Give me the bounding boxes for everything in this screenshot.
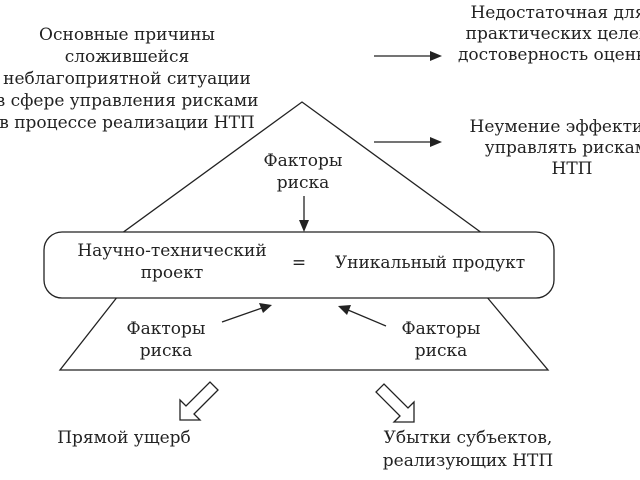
outcome-middle-line-3: НТП <box>552 159 593 179</box>
outcome-top-text: Недостаточная для практических целей дос… <box>458 3 640 65</box>
arrow-to-top-outcome <box>374 51 442 61</box>
project-line-2: проект <box>141 263 204 283</box>
lower-left-factors-text: Факторы риска <box>127 319 206 361</box>
arrow-lower-right-to-box <box>338 305 387 327</box>
outcome-middle-line-2: управлять рисками <box>485 138 640 158</box>
central-box <box>43 231 555 299</box>
hollow-arrow-down-left-icon <box>179 381 219 421</box>
lower-left-factors-line-1: Факторы <box>127 319 206 339</box>
causes-line-5: в процессе реализации НТП <box>0 113 255 133</box>
outcome-middle-line-1: Неумение эффективно <box>470 117 640 137</box>
consequence-right-text: Убытки субъектов, реализующих НТП <box>383 428 553 471</box>
lower-right-factors-line-2: риска <box>415 341 468 361</box>
apex-factors-line-2: риска <box>277 173 330 193</box>
outcome-middle-text: Неумение эффективно управлять рисками НТ… <box>470 117 640 179</box>
causes-text: Основные причины сложившейся неблагоприя… <box>0 25 258 133</box>
causes-line-3: неблагоприятной ситуации <box>3 69 251 89</box>
project-line-1: Научно-технический <box>77 241 266 261</box>
lower-trapezoid <box>58 295 550 371</box>
outcome-top-line-2: практических целей <box>466 24 640 44</box>
lower-right-factors-text: Факторы риска <box>402 319 481 361</box>
upper-triangle <box>117 101 487 237</box>
arrow-lower-left-to-box <box>221 303 272 323</box>
causes-line-4: в сфере управления рисками <box>0 91 258 111</box>
central-box-text: Научно-технический проект = Уникальный п… <box>77 241 525 283</box>
apex-factors-line-1: Факторы <box>264 151 343 171</box>
consequence-left-text: Прямой ущерб <box>57 428 191 448</box>
losses-line-2: реализующих НТП <box>383 451 553 471</box>
causes-line-1: Основные причины <box>39 25 215 45</box>
causes-line-2: сложившейся <box>65 47 190 67</box>
lower-right-factors-line-1: Факторы <box>402 319 481 339</box>
equals-sign: = <box>292 253 306 273</box>
outcome-top-line-3: достоверность оценки <box>458 45 640 65</box>
lower-left-factors-line-2: риска <box>140 341 193 361</box>
unique-product-label: Уникальный продукт <box>335 253 525 273</box>
direct-damage-label: Прямой ущерб <box>57 428 191 448</box>
outcome-top-line-1: Недостаточная для <box>470 3 640 23</box>
arrow-to-middle-outcome <box>374 137 442 147</box>
losses-line-1: Убытки субъектов, <box>384 428 553 448</box>
apex-factors-text: Факторы риска <box>264 151 343 193</box>
arrow-apex-to-box <box>299 196 309 232</box>
hollow-arrow-down-right-icon <box>375 383 415 423</box>
